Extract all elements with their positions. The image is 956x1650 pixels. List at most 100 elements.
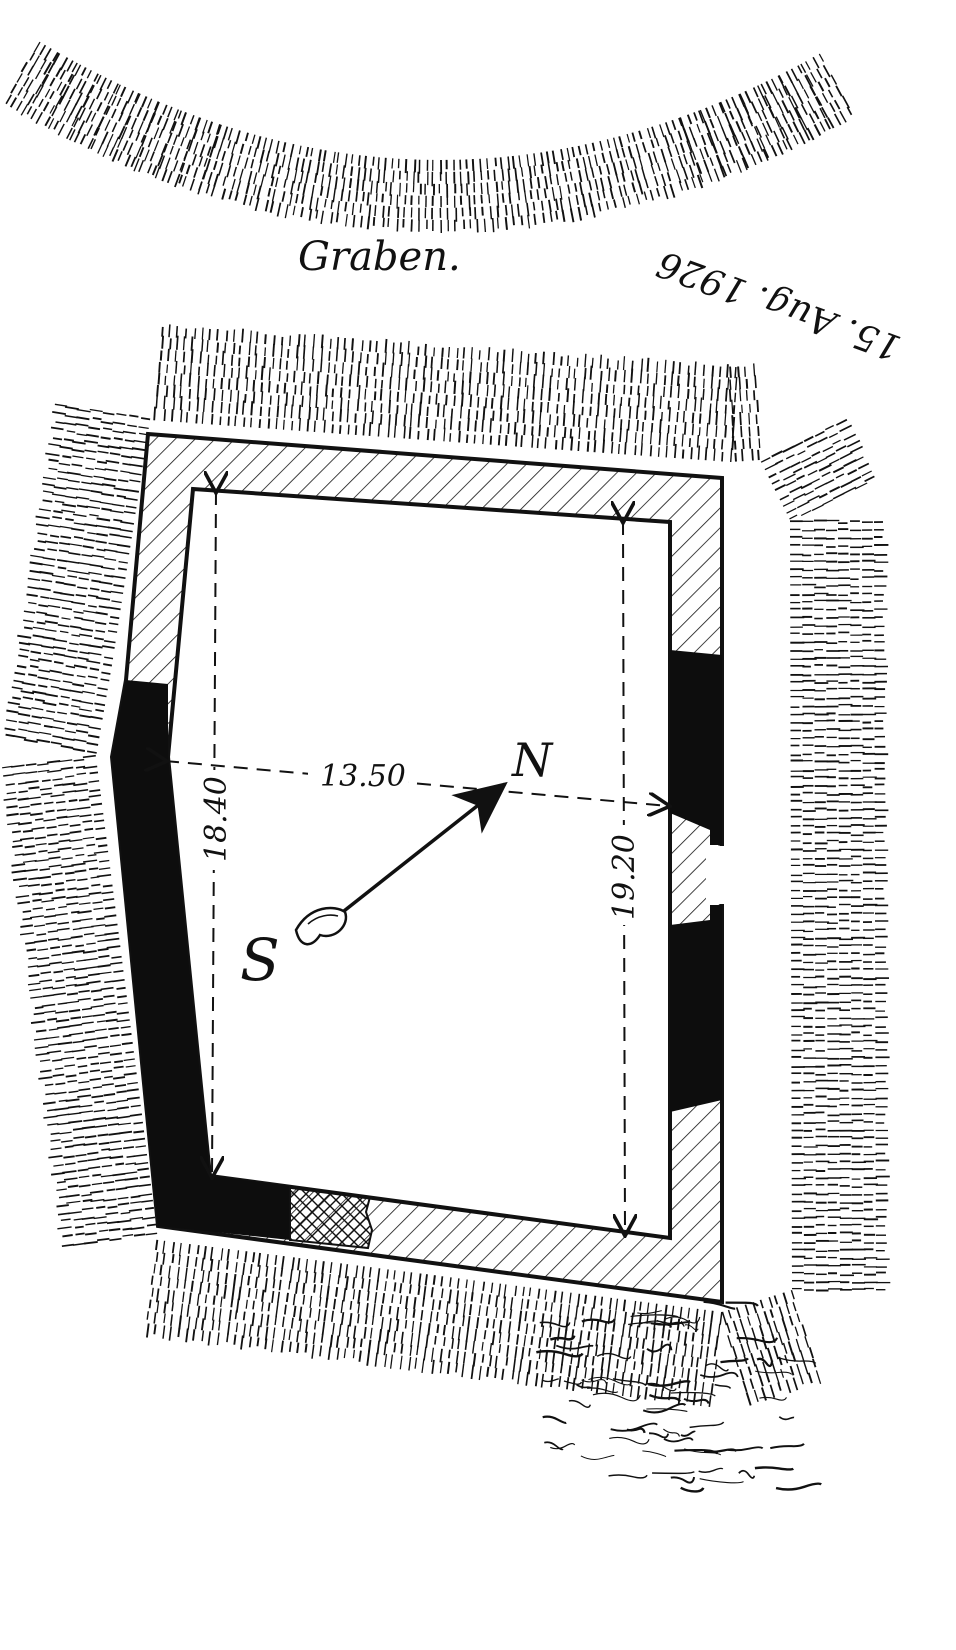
ditch-hachure-stroke (813, 110, 820, 120)
rampart-hachure-stroke (176, 1278, 179, 1289)
ditch-hachure-stroke (805, 74, 814, 87)
ditch-hachure-stroke (389, 182, 392, 196)
rampart-hachure-stroke (298, 1306, 303, 1322)
rampart-hachure-stroke (66, 430, 76, 433)
rampart-hachure-stroke (31, 715, 43, 719)
rampart-hachure-stroke (708, 410, 712, 425)
rampart-hachure-stroke (97, 947, 109, 952)
rampart-hachure-stroke (599, 380, 602, 393)
rampart-hachure-stroke (78, 1080, 90, 1084)
rampart-hachure-stroke (221, 350, 225, 366)
rampart-hachure-stroke (94, 1124, 108, 1128)
rampart-hachure-stroke (178, 1315, 182, 1330)
rampart-hachure-stroke (139, 1175, 150, 1179)
ditch-hachure-stroke (682, 166, 689, 180)
ditch-hachure-stroke (601, 152, 606, 164)
rampart-hachure-stroke (51, 574, 65, 579)
rampart-hachure-stroke (56, 808, 67, 812)
ditch-hachure-stroke (226, 164, 232, 178)
rampart-hachure-stroke (71, 601, 86, 605)
rampart-hachure-stroke (815, 1370, 822, 1384)
rampart-hachure-stroke (63, 582, 76, 587)
ditch-hachure-stroke (27, 93, 35, 106)
ditch-hachure-stroke (59, 110, 67, 123)
rampart-hachure-stroke (56, 800, 66, 804)
rampart-hachure-stroke (129, 1216, 144, 1220)
rampart-hachure-stroke (87, 652, 102, 656)
rampart-hachure-stroke (332, 1322, 335, 1335)
rampart-hachure-stroke (516, 1334, 520, 1345)
rampart-hachure-stroke (73, 535, 84, 540)
rampart-hachure-stroke (126, 1155, 136, 1158)
rampart-hachure-stroke (297, 1270, 301, 1283)
rampart-hachure-stroke (82, 950, 97, 954)
rampart-hachure-stroke (331, 424, 334, 434)
rampart-hachure-stroke (47, 937, 59, 941)
ditch-hachure-stroke (125, 115, 132, 126)
rampart-hachure-stroke (99, 1061, 112, 1065)
dimension-label-east: 19.20 (607, 834, 642, 920)
rampart-hachure-stroke (374, 1352, 378, 1367)
rampart-hachure-stroke (102, 898, 115, 902)
rampart-hachure-stroke (441, 347, 444, 357)
rampart-hachure-stroke (38, 508, 51, 512)
rampart-hachure-stroke (78, 798, 90, 802)
rampart-hachure-stroke (74, 1225, 84, 1229)
rampart-hachure-stroke (365, 375, 369, 388)
rampart-hachure-stroke (69, 642, 79, 646)
rampart-hachure-stroke (126, 1088, 139, 1092)
rampart-hachure-stroke (748, 426, 751, 437)
ditch-hachure-stroke (615, 174, 620, 183)
rampart-hachure-stroke (80, 474, 93, 478)
rampart-hachure-stroke (651, 405, 655, 421)
rampart-hachure-stroke (317, 1308, 321, 1322)
rampart-hachure-stroke (218, 1308, 222, 1322)
ditch-hachure-stroke (79, 133, 87, 145)
rampart-hachure-stroke (544, 1301, 548, 1311)
rampart-hachure-stroke (676, 375, 680, 387)
rampart-hachure-stroke (87, 853, 97, 857)
ditch-hachure-stroke (709, 118, 715, 129)
ditch-hachure-stroke (516, 203, 520, 217)
rampart-hachure-stroke (99, 1229, 109, 1232)
rampart-hachure-stroke (836, 418, 848, 426)
rampart-hachure-stroke (545, 1337, 549, 1347)
ditch-hachure-stroke (138, 146, 145, 158)
ditch-hachure-stroke (264, 162, 269, 177)
ditch-hachure-stroke (816, 68, 823, 79)
rampart-hachure-stroke (88, 426, 101, 431)
ditch-hachure-stroke (357, 155, 361, 166)
rampart-hachure-stroke (273, 335, 276, 345)
rampart-hachure-stroke (299, 1318, 303, 1332)
rampart-hachure-stroke (503, 1284, 507, 1299)
rampart-hachure-stroke (81, 1021, 94, 1025)
rampart-hachure-stroke (582, 376, 586, 392)
ditch-hachure-stroke (721, 127, 728, 141)
rampart-hachure-stroke (388, 1318, 392, 1333)
ditch-hachure-stroke (596, 190, 601, 201)
rampart-hachure-stroke (721, 451, 724, 462)
rampart-hachure-stroke (430, 367, 433, 381)
rampart-hachure-stroke (790, 1289, 795, 1300)
rampart-hachure-stroke (572, 413, 576, 427)
rampart-hachure-stroke (63, 1177, 78, 1181)
rampart-hachure-stroke (101, 492, 115, 497)
rampart-hachure-stroke (43, 724, 53, 729)
ditch-hachure-stroke (335, 164, 339, 175)
rampart-hachure-stroke (122, 1234, 134, 1237)
rampart-hachure-stroke (98, 605, 109, 609)
rampart-hachure-stroke (489, 435, 493, 445)
rampart-hachure-stroke (369, 1327, 373, 1339)
ditch-hachure-stroke (765, 134, 772, 146)
ditch-hachure-stroke (759, 137, 766, 149)
rampart-hachure-stroke (109, 452, 121, 456)
rampart-hachure-stroke (206, 362, 209, 377)
ditch-hachure-stroke (186, 139, 192, 150)
rampart-hachure-stroke (67, 479, 80, 483)
rampart-hachure-stroke (373, 366, 377, 377)
rampart-hachure-stroke (502, 1308, 506, 1319)
rampart-hachure-stroke (89, 1190, 104, 1194)
rampart-hachure-stroke (384, 338, 388, 353)
rampart-hachure-stroke (309, 386, 312, 396)
ditch-hachure-stroke (507, 168, 511, 182)
